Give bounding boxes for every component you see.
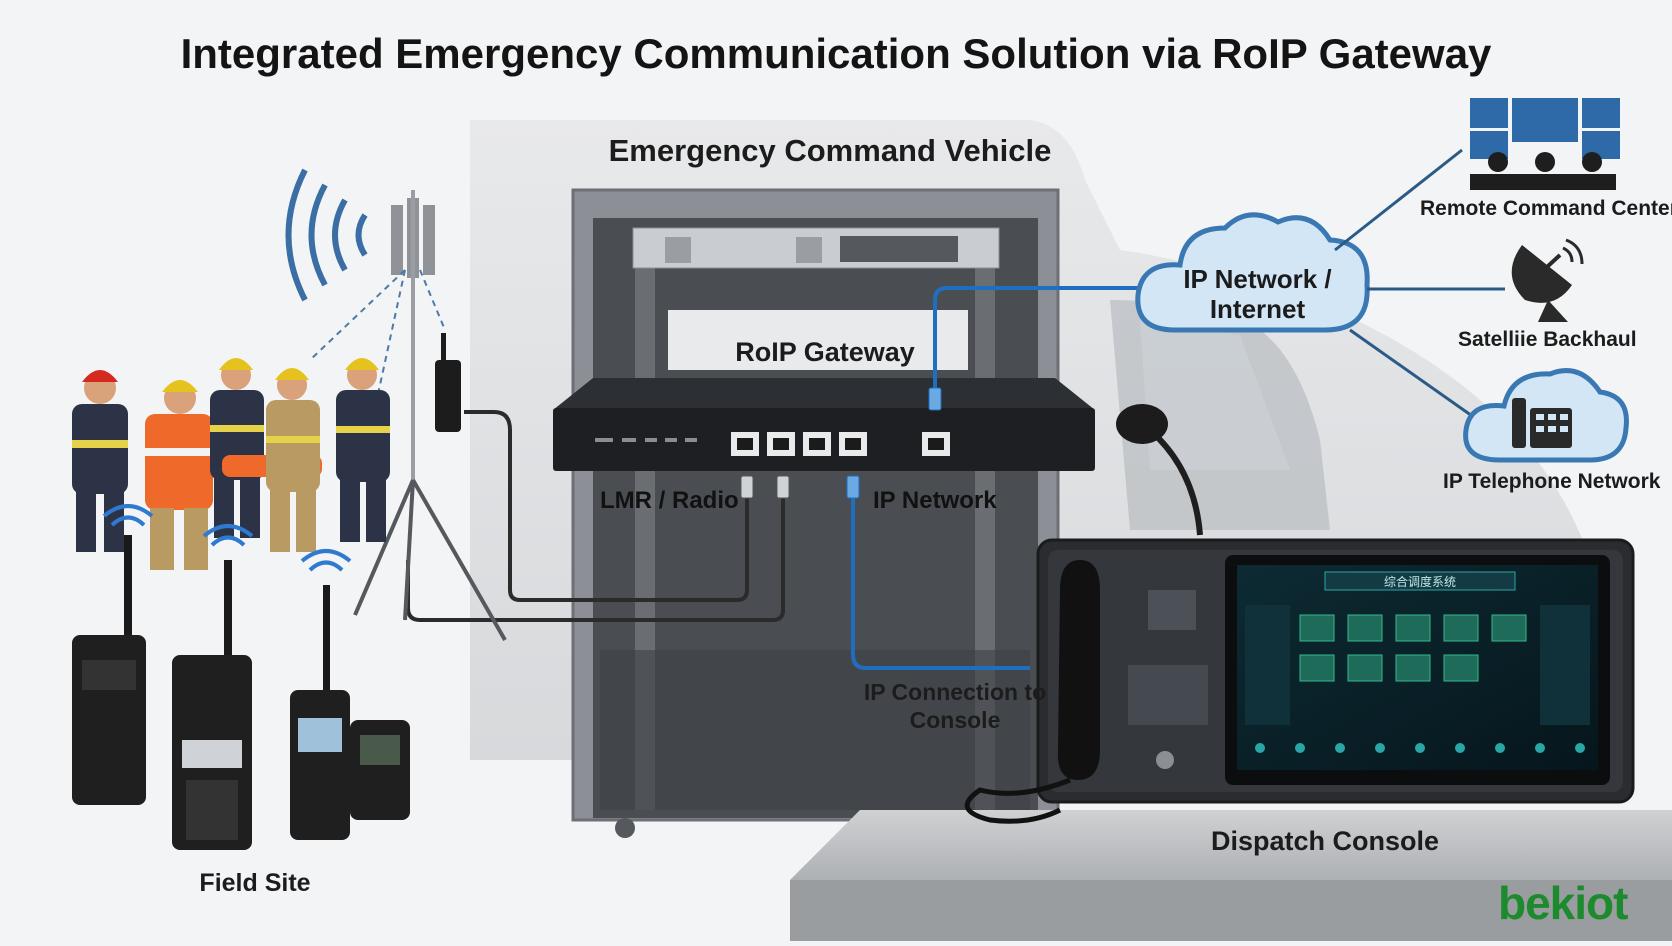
- dispatch-console: [964, 404, 1635, 824]
- field-site-label: Field Site: [199, 869, 311, 897]
- firefighters-group: [72, 358, 390, 570]
- ip-network-port-label: IP Network: [873, 487, 997, 514]
- ip-network-cloud: [1135, 212, 1370, 333]
- antenna-tower: [309, 190, 507, 641]
- radio-link-cables: [406, 410, 785, 622]
- dispatch-console-label: Dispatch Console: [1210, 826, 1440, 856]
- telephone-cloud-icon: [1463, 368, 1629, 463]
- cloud-links: [1334, 148, 1505, 420]
- remote-command-center-icon: [1470, 98, 1620, 190]
- cloud-label: IP Network / Internet: [1183, 264, 1332, 324]
- lmr-radio-label: LMR / Radio: [600, 487, 739, 514]
- vehicle-label: Emergency Command Vehicle: [608, 133, 1052, 168]
- handheld-radios: [72, 504, 410, 850]
- equipment-rack: [571, 188, 1060, 838]
- gateway-label: RoIP Gateway: [735, 337, 915, 367]
- wifi-signal-icon: [102, 504, 352, 572]
- page-title: Integrated Emergency Communication Solut…: [180, 30, 1492, 77]
- roip-gateway-device: [553, 378, 1095, 471]
- connector-plugs: [740, 387, 942, 499]
- ip-console-connection-label: IP Connection to Console: [863, 679, 1047, 733]
- remote-command-center-label: Remote Command Center: [1420, 197, 1672, 220]
- console-screen-title: 综合调度系统: [1383, 575, 1456, 589]
- brand-logo: bekiot: [1498, 877, 1628, 929]
- desk: [790, 810, 1672, 941]
- ip-link-cables: [851, 286, 1150, 670]
- satellite-dish-icon: [1511, 238, 1584, 322]
- satellite-backhaul-label: Satelliie Backhaul: [1458, 328, 1637, 351]
- ip-telephone-network-label: IP Telephone Network: [1443, 470, 1661, 493]
- signal-wave-icon: [285, 168, 368, 302]
